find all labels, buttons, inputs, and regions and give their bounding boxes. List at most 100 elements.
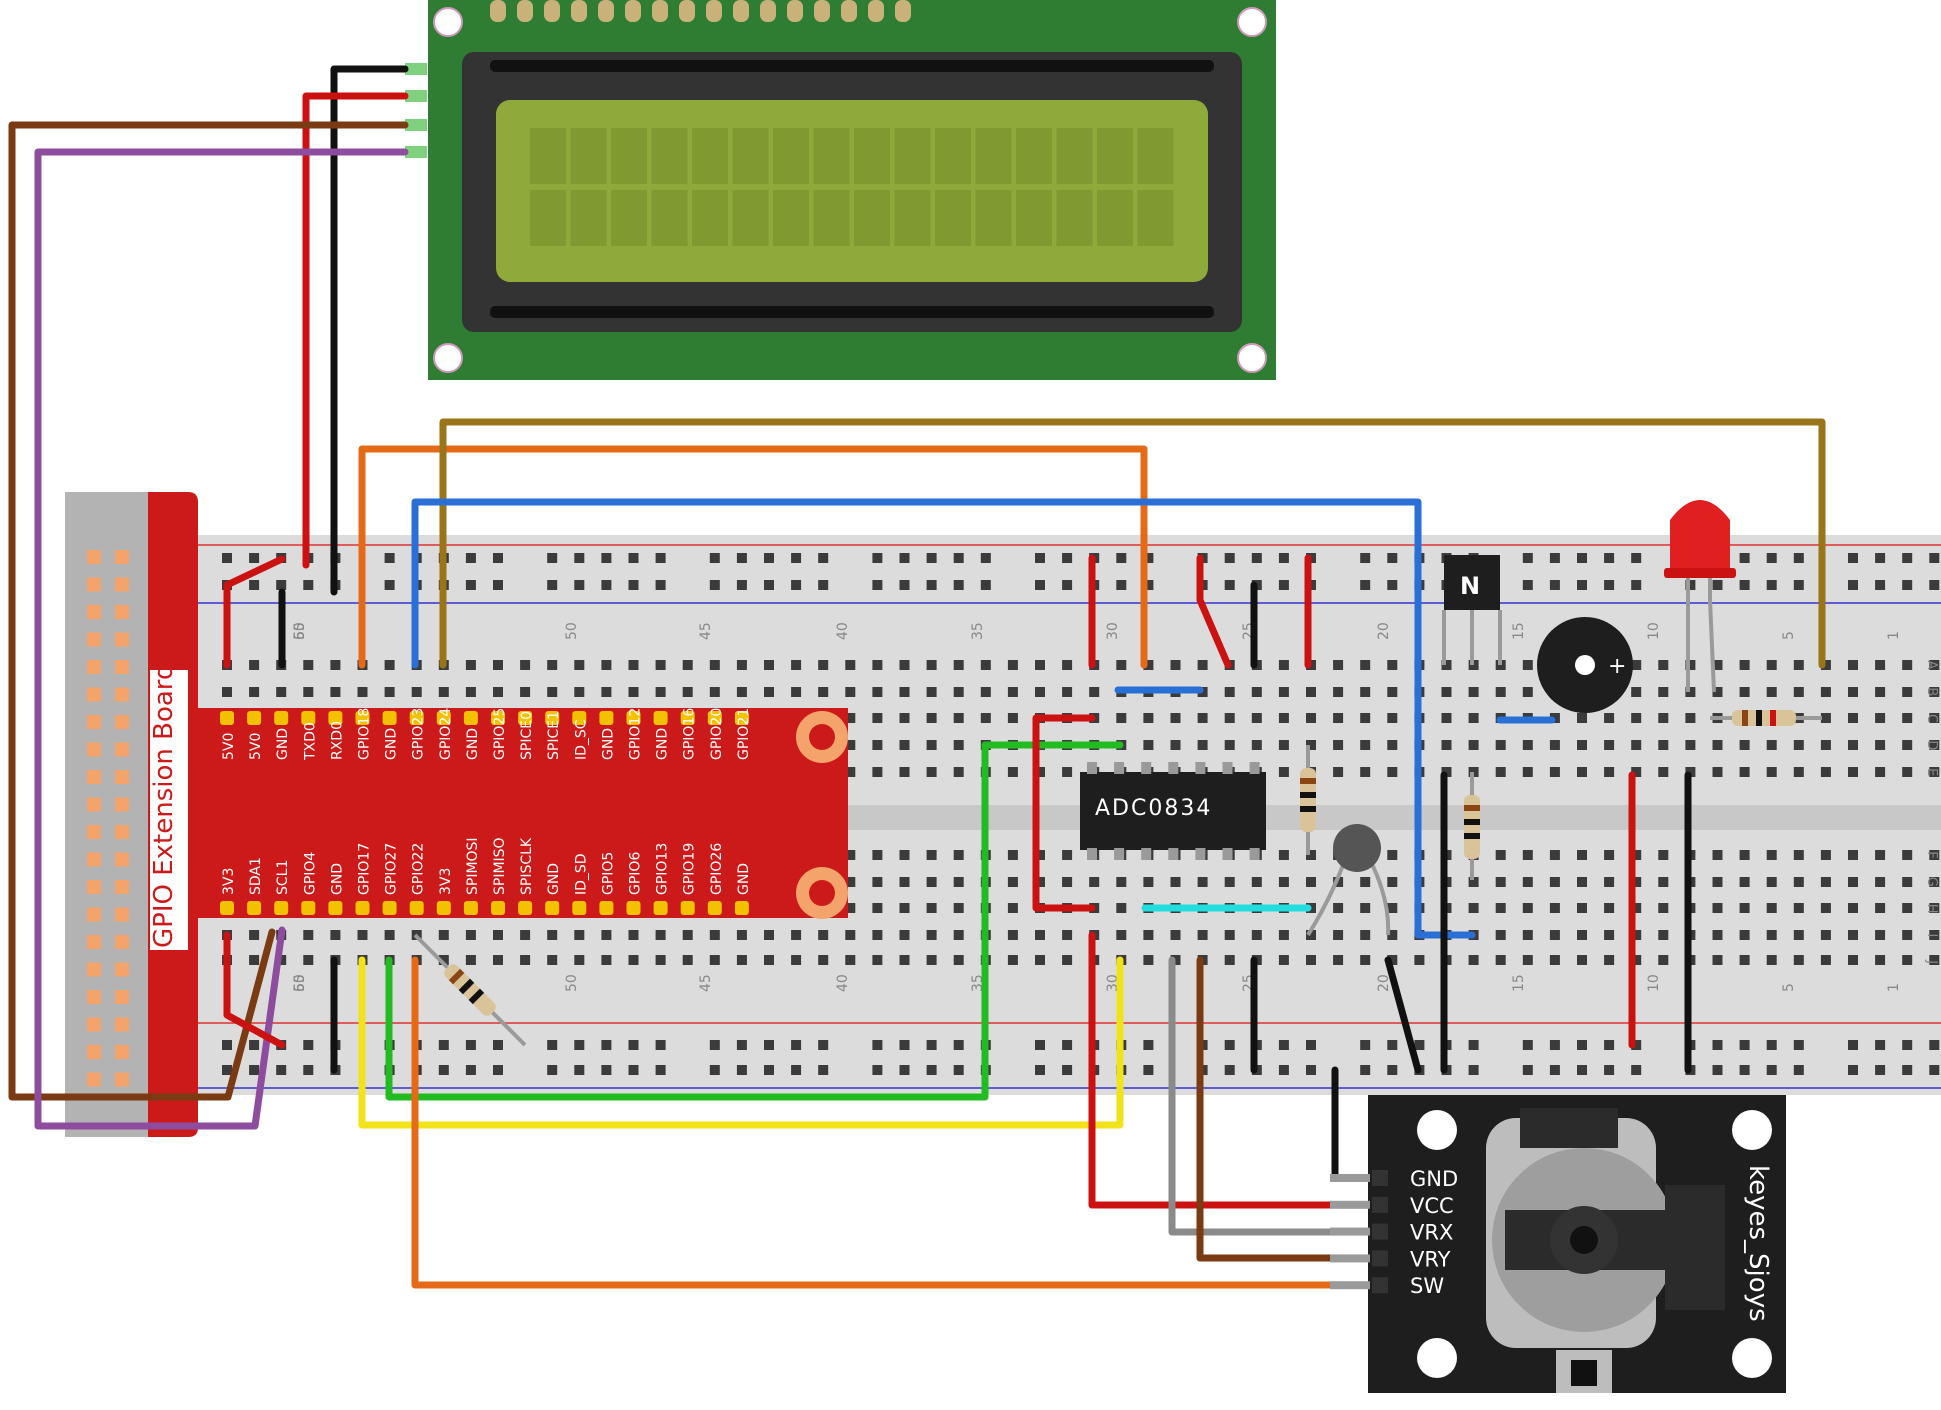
- breadboard-hole: [628, 553, 639, 563]
- breadboard-hole: [1224, 580, 1235, 590]
- breadboard-hole: [845, 955, 856, 965]
- breadboard-hole: [1143, 740, 1154, 750]
- breadboard-hole: [1929, 877, 1940, 887]
- joystick-pin-lead: [1330, 1200, 1370, 1209]
- adc-pin: [1249, 848, 1260, 860]
- npn-transistor: N: [1442, 555, 1502, 665]
- resistor-2-band: [1464, 819, 1480, 825]
- breadboard-hole: [1360, 903, 1371, 913]
- gpio-bottom-pin-label: GPIO5: [600, 852, 616, 895]
- breadboard-hole: [1658, 660, 1669, 670]
- breadboard-hole: [1577, 580, 1587, 590]
- ribbon-pin: [87, 577, 101, 592]
- breadboard-hole: [1278, 930, 1289, 940]
- breadboard-hole: [899, 1040, 910, 1050]
- breadboard-hole: [1929, 553, 1940, 563]
- ribbon-pin: [87, 797, 101, 812]
- breadboard-hole: [1278, 740, 1289, 750]
- resistor-1-band: [1300, 792, 1316, 798]
- breadboard-hole: [1875, 930, 1886, 940]
- breadboard-hole: [438, 687, 449, 697]
- breadboard-hole: [953, 687, 964, 697]
- breadboard-hole: [1658, 713, 1669, 723]
- breadboard-hole: [1468, 1065, 1479, 1075]
- gpio-bottom-pin-label: 3V3: [438, 868, 454, 895]
- breadboard-hole: [682, 930, 693, 940]
- breadboard-hole: [1577, 850, 1587, 860]
- breadboard-hole: [1793, 877, 1804, 887]
- breadboard-hole: [1604, 903, 1615, 913]
- gpio-top-pin-label: GPIO23: [411, 708, 427, 760]
- breadboard-hole: [1306, 850, 1316, 860]
- breadboard-hole: [1333, 903, 1344, 913]
- breadboard-hole: [845, 713, 856, 723]
- lcd-cell: [692, 128, 728, 184]
- gpio-bottom-pin: [545, 901, 560, 915]
- breadboard-hole: [1848, 877, 1858, 887]
- breadboard-hole: [1875, 660, 1886, 670]
- lcd-header-pin: [760, 0, 776, 22]
- breadboard-hole: [1793, 740, 1804, 750]
- wire-5v-to-rail: [223, 555, 286, 669]
- gpio-top-pin: [680, 711, 695, 725]
- gpio-bottom-pin-label: GND: [546, 863, 562, 895]
- gpio-bottom-pin-label: 3V3: [221, 868, 237, 895]
- breadboard-hole: [845, 687, 856, 697]
- gpio-top-pin-label: GND: [600, 728, 616, 760]
- wires: [8, 65, 1826, 1289]
- lcd-cell: [1097, 128, 1133, 184]
- ribbon-pin: [115, 935, 129, 949]
- gpio-top-pin: [491, 711, 505, 725]
- lcd-header-pin: [706, 0, 722, 22]
- breadboard-hole: [601, 955, 612, 965]
- breadboard-hole: [438, 955, 449, 965]
- gpio-bottom-pin-label: GPIO4: [302, 852, 318, 895]
- breadboard-hole: [980, 687, 991, 697]
- gpio-top-pin: [382, 711, 397, 725]
- breadboard-hole: [872, 1040, 883, 1050]
- breadboard-hole: [1007, 955, 1018, 965]
- row-letter: B: [1924, 687, 1939, 696]
- breadboard-hole: [1631, 767, 1642, 777]
- gpio-bottom-pin: [436, 901, 451, 915]
- breadboard-hole: [1441, 687, 1452, 697]
- row-letter: C: [1924, 714, 1939, 723]
- gpio-top-pin: [653, 711, 668, 725]
- wire-gpio27-green: [385, 741, 1124, 1101]
- breadboard-hole: [872, 660, 883, 670]
- breadboard-hole: [1929, 767, 1940, 777]
- breadboard-hole: [1604, 713, 1615, 723]
- breadboard-hole: [1766, 767, 1777, 777]
- lcd-header-pin: [544, 0, 560, 22]
- lcd-cell: [854, 128, 890, 184]
- breadboard-hole: [1278, 955, 1289, 965]
- breadboard-hole: [1929, 903, 1940, 913]
- breadboard-hole: [764, 930, 774, 940]
- breadboard-hole: [764, 1065, 774, 1075]
- breadboard-hole: [980, 580, 991, 590]
- resistor-1-band: [1300, 778, 1316, 784]
- breadboard-hole: [1387, 850, 1398, 860]
- breadboard-hole: [1278, 553, 1289, 563]
- breadboard-hole: [1848, 740, 1858, 750]
- joystick-name: keyes_Sjoys: [1743, 1165, 1773, 1322]
- breadboard-hole: [872, 930, 883, 940]
- breadboard-hole: [1848, 580, 1858, 590]
- lcd-cell: [975, 128, 1012, 184]
- breadboard-hole: [357, 687, 368, 697]
- breadboard-hole: [1739, 955, 1750, 965]
- breadboard-hole: [1577, 1040, 1587, 1050]
- lcd-slot-top: [490, 60, 1214, 72]
- gpio-top-pin: [328, 711, 343, 725]
- breadboard-hole: [1387, 713, 1398, 723]
- breadboard-hole: [1143, 660, 1154, 670]
- gpio-top-pin: [518, 711, 533, 725]
- breadboard-hole: [1658, 877, 1669, 887]
- breadboard-hole: [547, 1040, 558, 1050]
- joystick-pin-lead: [1330, 1281, 1370, 1290]
- gpio-top-pin: [274, 711, 289, 725]
- breadboard-hole: [1739, 580, 1750, 590]
- column-number: 35: [970, 622, 986, 640]
- breadboard-hole: [899, 767, 910, 777]
